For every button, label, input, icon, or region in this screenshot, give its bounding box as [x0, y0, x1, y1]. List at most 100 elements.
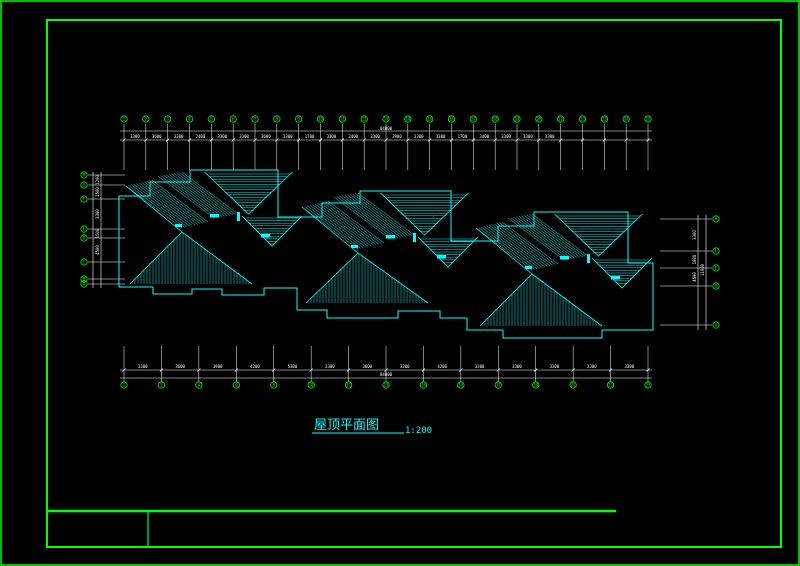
axis-bubble [229, 115, 237, 123]
roof-unit-2-ridge [301, 206, 359, 254]
axis-bubble [569, 381, 577, 389]
drawing-title: 屋顶平面图 [314, 418, 379, 433]
roof-unit-3-diag-hatch [491, 224, 548, 267]
roof-unit-1-diag-hatch-2 [179, 172, 236, 215]
roof-unit-1-vent [261, 234, 270, 238]
tick-mark [459, 368, 463, 372]
left-dim-value: 1500 [95, 187, 100, 197]
tick-mark [271, 368, 276, 372]
roof-unit-3-vent [560, 256, 569, 260]
title-block [47, 509, 616, 547]
roof-unit-2-diag-hatch-2 [336, 196, 393, 239]
top-dim-value: 3300 [327, 134, 337, 139]
axis-bubble [80, 171, 88, 179]
axis-bubble [622, 115, 630, 123]
roof-outline [118, 169, 654, 339]
roof-unit-2-diag-hatch-2 [344, 195, 401, 238]
axis-label: 14 [421, 382, 426, 387]
axis-label: 11 [340, 116, 345, 121]
bottom-dim-value: 3300 [624, 364, 634, 369]
tick-mark [275, 138, 279, 142]
tick-mark [165, 138, 170, 142]
axis-label: 17 [471, 116, 476, 121]
roof-unit-2-diag-hatch-2 [349, 194, 407, 237]
right-dim-value: 1800 [692, 254, 697, 264]
roof-unit-3-diag-hatch-2 [513, 216, 570, 260]
axis-label: 7 [254, 116, 257, 121]
top-total-dim: 84000 [380, 126, 393, 131]
tick-mark [646, 368, 650, 372]
axis-label: 22 [580, 116, 585, 121]
axis-label: 20 [536, 116, 541, 121]
left-dim-value: 1200 [95, 175, 100, 185]
axis-bubble [157, 381, 166, 389]
roof-unit-2-diag-hatch [309, 204, 366, 248]
axis-label: 9 [297, 116, 300, 121]
axis-label: 4 [188, 116, 191, 121]
bottom-dim-value: 3300 [512, 364, 522, 369]
tick-mark [624, 138, 628, 142]
bottom-total-dim: 84000 [380, 372, 393, 377]
roof-plan [118, 169, 654, 339]
tick-mark [515, 138, 519, 142]
tick-mark [197, 368, 201, 372]
roof-unit-3-ridge [475, 227, 533, 275]
top-dim-value: 3300 [283, 134, 293, 139]
axis-label: 5 [210, 116, 213, 121]
roof-unit-2-chimney [413, 233, 416, 242]
axis-label: 21 [571, 382, 576, 387]
roof-unit-3-diag-hatch-2 [518, 216, 575, 259]
axis-bubble [712, 264, 720, 272]
axis-bubble [535, 115, 543, 123]
axis-bubble [457, 381, 465, 389]
top-dim-value: 3300 [370, 134, 380, 139]
axis-label: C [83, 259, 86, 264]
roof-unit-2-diag-hatch [322, 201, 379, 245]
axis-label: 2 [145, 116, 148, 121]
roof-unit-2-vent [351, 245, 358, 248]
tick-mark [602, 138, 607, 142]
axis-bubble [644, 115, 652, 123]
tick-mark [122, 368, 126, 372]
axis-label: 4 [198, 382, 201, 387]
top-dim-value: 3600 [152, 134, 162, 139]
tick-mark [471, 138, 476, 142]
top-dim-value: 3300 [174, 134, 184, 139]
roof-unit-2-ridge [357, 252, 429, 304]
tick-mark [608, 368, 613, 372]
axis-bubble [80, 181, 88, 189]
bottom-dim-value: 3300 [550, 364, 560, 369]
tick-mark [309, 368, 313, 372]
axis-label: 6 [232, 116, 235, 121]
tick-mark [209, 138, 214, 142]
tick-mark [646, 138, 650, 142]
axis-bubble [251, 115, 259, 123]
axis-label: 19 [515, 116, 520, 121]
axis-label: 11 [346, 382, 351, 387]
axis-label: 15 [427, 116, 432, 121]
top-dim-value: 3300 [414, 134, 424, 139]
roof-unit-2-diag-hatch-2 [355, 193, 412, 236]
roof-unit-1-diag-hatch [131, 184, 188, 228]
roof-unit-3-hip-ridge [554, 213, 643, 257]
axis-label: 10 [309, 382, 314, 387]
axis-bubble [232, 381, 240, 389]
bottom-dim-value: 4200 [250, 364, 260, 369]
axis-label: 25 [646, 116, 651, 121]
roof-unit-1-vent [210, 214, 219, 218]
roof-unit-1-diag-hatch [138, 182, 196, 226]
tick-mark [234, 368, 239, 372]
drawing-frame [46, 19, 782, 548]
axis-label: 1 [123, 382, 126, 387]
tick-mark [340, 138, 345, 142]
axis-bubble [712, 321, 720, 329]
tick-mark [406, 138, 410, 142]
tick-mark [580, 138, 585, 142]
axis-label: B [83, 276, 86, 281]
top-dim-value: 3300 [239, 134, 249, 139]
axis-bubble [142, 115, 150, 123]
roof-unit-2-diag-hatch [317, 203, 374, 246]
axis-label: G [83, 182, 86, 187]
roof-unit-2-diag-hatch [312, 204, 369, 247]
